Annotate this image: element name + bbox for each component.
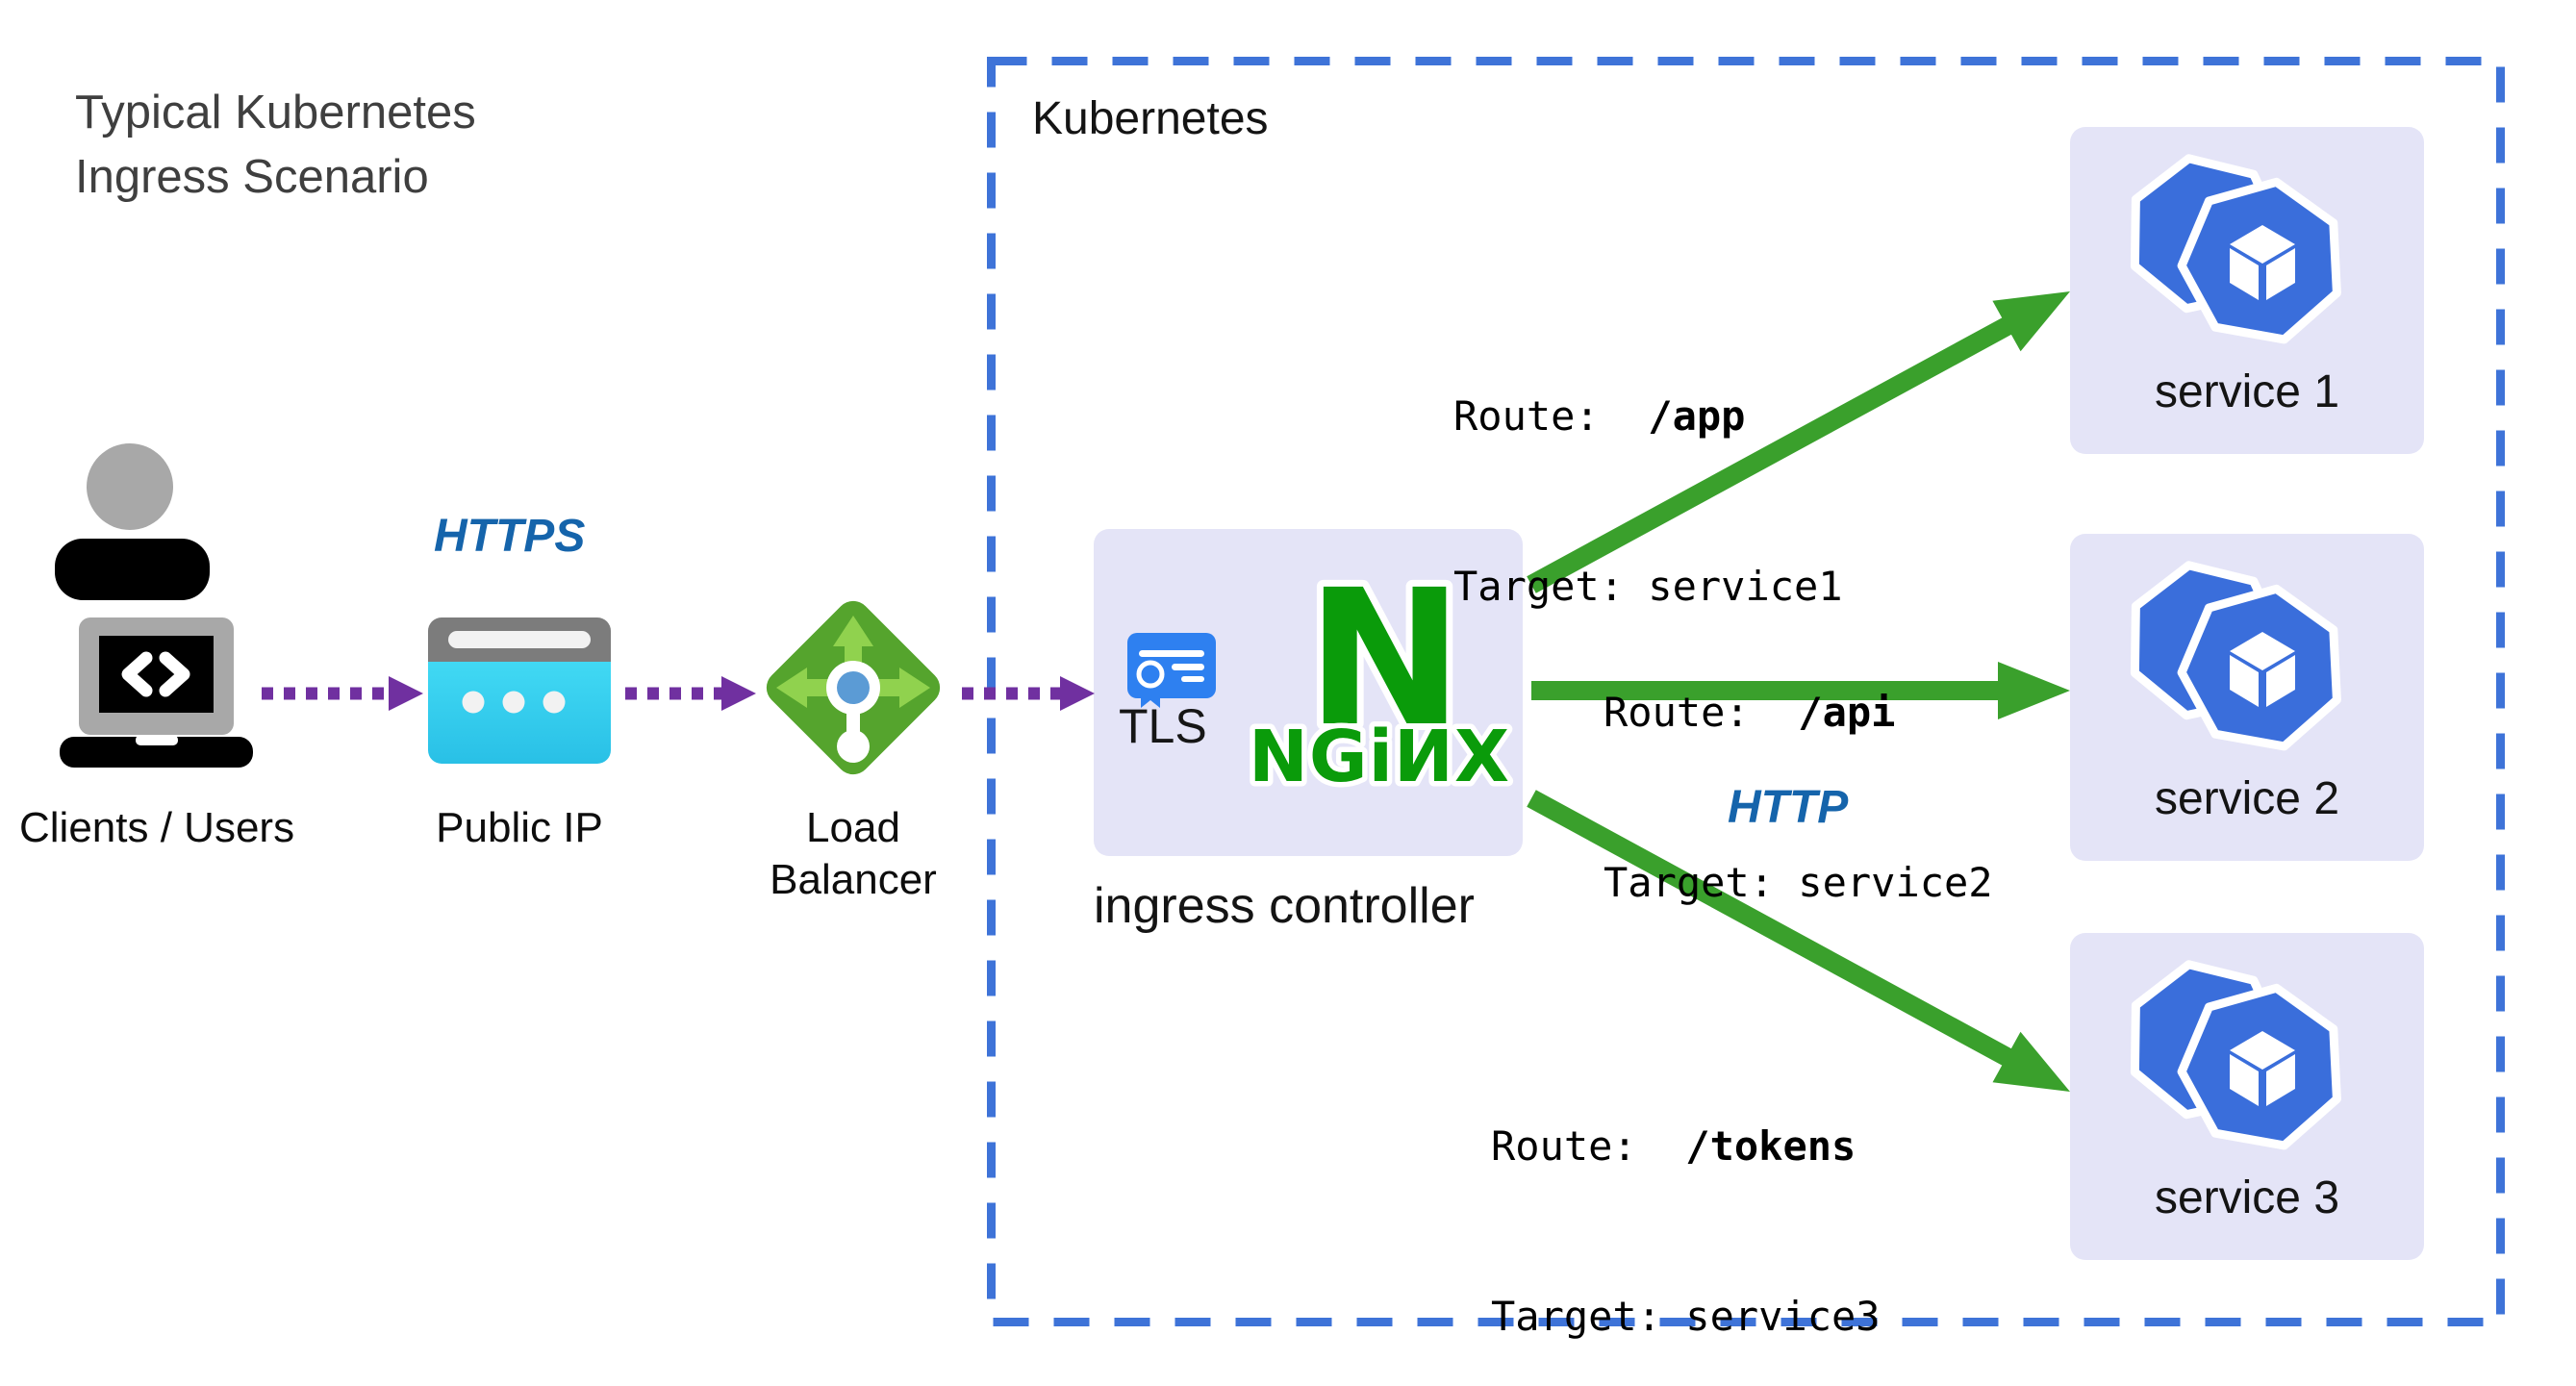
route-arrow-api bbox=[1531, 662, 2070, 719]
route-annotation-app: Route: /app Target: service1 bbox=[1453, 274, 1843, 728]
route-line: Route: /app bbox=[1453, 392, 1746, 440]
https-flow-arrow-publicip-to-lb bbox=[625, 676, 756, 711]
laptop-screen bbox=[99, 636, 214, 713]
route-target: service1 bbox=[1648, 563, 1843, 610]
https-flow-arrow-clients-to-publicip bbox=[262, 676, 423, 711]
https-flow-arrow-lb-to-ingress bbox=[962, 676, 1095, 711]
nginx-logo-initial: N bbox=[1306, 549, 1463, 768]
diagram-title: Typical Kubernetes Ingress Scenario bbox=[75, 81, 476, 210]
route-path: /app bbox=[1648, 392, 1746, 440]
code-right-chevron-icon bbox=[159, 651, 190, 697]
clients-users-label: Clients / Users bbox=[19, 804, 295, 851]
person-head bbox=[87, 443, 173, 530]
https-label: HTTPS bbox=[434, 511, 586, 562]
route-path: /api bbox=[1798, 689, 1896, 736]
route-target: service2 bbox=[1798, 859, 1993, 906]
diagram-title-line1: Typical Kubernetes bbox=[75, 87, 476, 139]
tls-label: TLS bbox=[1119, 699, 1207, 753]
route-line: Route: /tokens bbox=[1491, 1122, 1856, 1170]
diagram-title-line2: Ingress Scenario bbox=[75, 151, 429, 203]
service-1-label: service 1 bbox=[2154, 366, 2340, 417]
service-2-label: service 2 bbox=[2154, 773, 2340, 824]
route-arrow-tokens bbox=[1527, 790, 2070, 1092]
service-1-pods-icon bbox=[2134, 159, 2336, 340]
service-3-pods-icon bbox=[2134, 965, 2336, 1146]
target-line: Target: service3 bbox=[1491, 1293, 1881, 1340]
route-annotation-tokens: Route: /tokens Target: service3 bbox=[1491, 1004, 1881, 1386]
nginx-logo: N NGiИX bbox=[1244, 542, 1515, 804]
person-shoulders bbox=[55, 539, 210, 600]
route-line: Route: /api bbox=[1604, 689, 1896, 736]
http-label: HTTP bbox=[1728, 782, 1849, 833]
service-2-pods-icon bbox=[2134, 566, 2336, 746]
nginx-logo-wordmark: NGiИX bbox=[1249, 716, 1510, 798]
route-annotation-api: Route: /api Target: service2 bbox=[1604, 570, 1993, 1024]
load-balancer-icon bbox=[766, 600, 941, 775]
laptop-base bbox=[60, 737, 253, 768]
service-3-label: service 3 bbox=[2154, 1172, 2340, 1223]
load-balancer-label: Load Balancer bbox=[757, 802, 949, 906]
load-balancer-label-line2: Balancer bbox=[770, 856, 937, 903]
code-left-chevron-icon bbox=[121, 651, 153, 697]
route-target: service3 bbox=[1685, 1293, 1881, 1340]
public-ip-label: Public IP bbox=[436, 804, 603, 851]
route-arrow-app bbox=[1527, 291, 2070, 593]
kubernetes-cluster-label: Kubernetes bbox=[1032, 93, 1269, 144]
target-line: Target: service1 bbox=[1453, 563, 1843, 610]
clients-users-icon bbox=[55, 443, 253, 768]
laptop-base-notch bbox=[136, 735, 178, 745]
route-path: /tokens bbox=[1685, 1122, 1856, 1170]
ingress-controller-label: ingress controller bbox=[1094, 878, 1475, 934]
load-balancer-label-line1: Load bbox=[806, 804, 900, 851]
public-ip-icon bbox=[428, 617, 611, 764]
tls-certificate-icon bbox=[1127, 633, 1216, 708]
target-line: Target: service2 bbox=[1604, 859, 1993, 906]
